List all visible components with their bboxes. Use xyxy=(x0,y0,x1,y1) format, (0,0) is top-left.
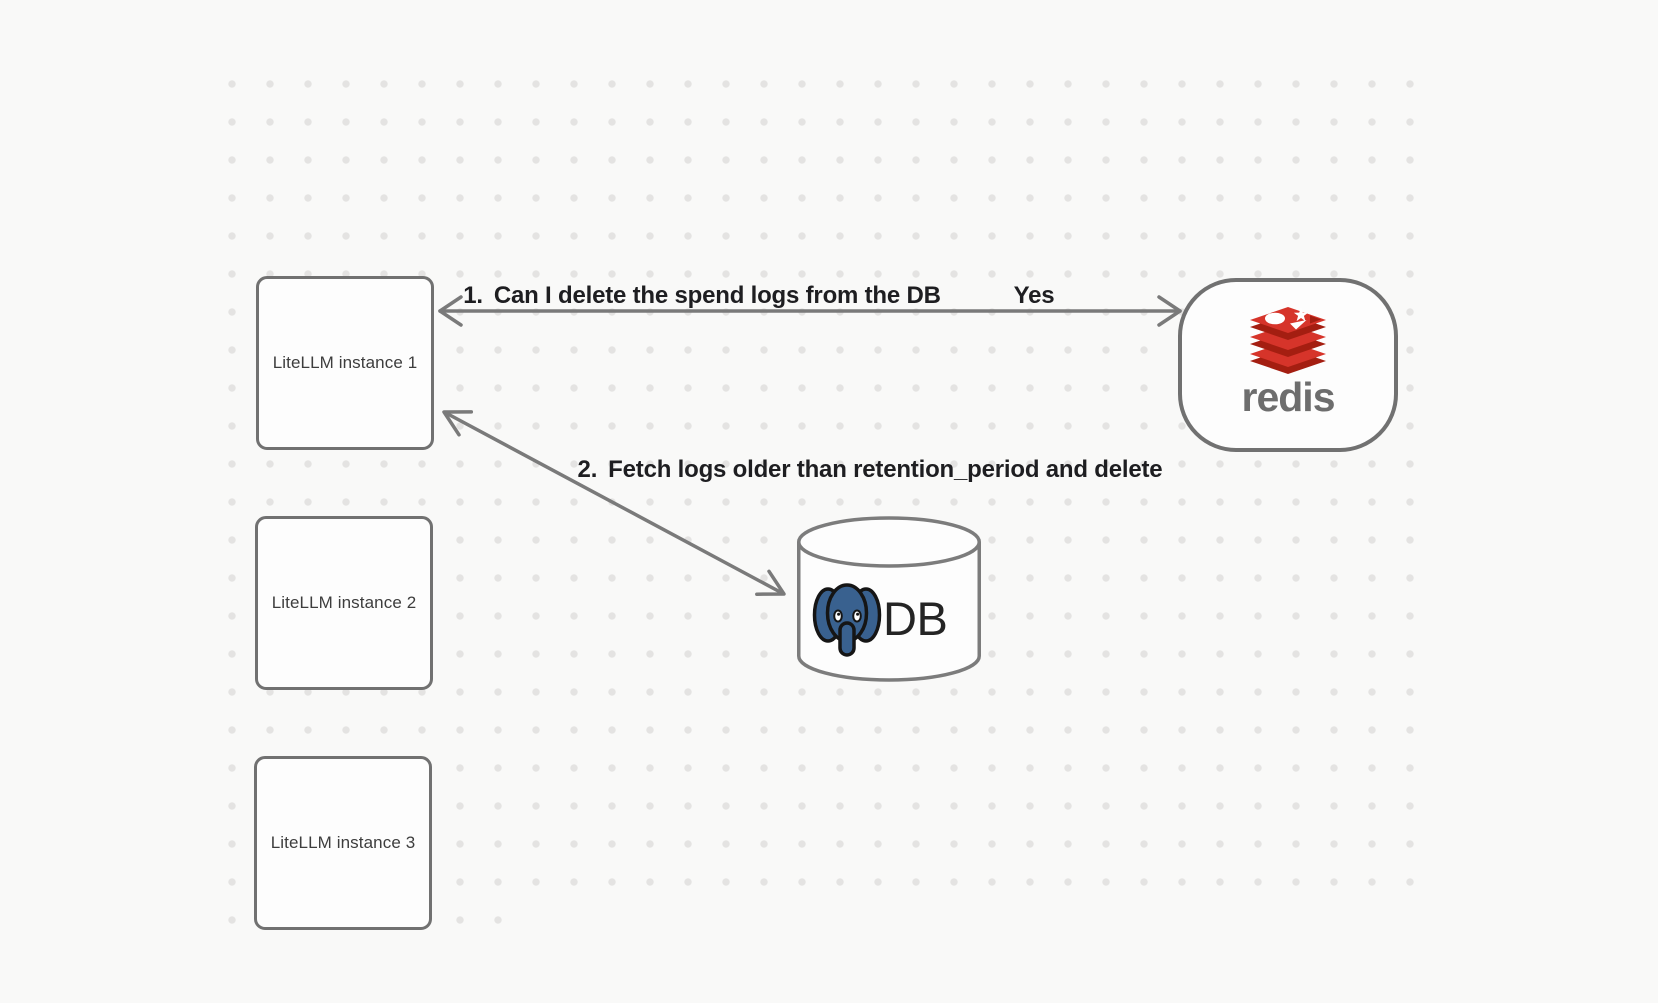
arrowhead-left-icon xyxy=(438,295,463,327)
node-litellm-instance-3[interactable]: LiteLLM instance 3 xyxy=(254,756,432,930)
edge-1-text: Can I delete the spend logs from the DB xyxy=(493,282,941,309)
node-label: LiteLLM instance 1 xyxy=(272,353,418,372)
node-litellm-instance-1[interactable]: LiteLLM instance 1 xyxy=(256,276,434,450)
arrowhead-downright-icon xyxy=(755,569,786,596)
redis-stack-icon xyxy=(1250,307,1326,374)
edge-2-text: Fetch logs older than retention_period a… xyxy=(608,456,1163,483)
arrowhead-upleft-icon xyxy=(442,410,474,437)
arrowhead-right-icon xyxy=(1157,295,1182,327)
arrow-redis-litellm1[interactable] xyxy=(438,295,1182,327)
db-label: DB xyxy=(883,591,948,645)
node-litellm-instance-2[interactable]: LiteLLM instance 2 xyxy=(255,516,433,690)
arrow-litellm1-db[interactable] xyxy=(442,410,786,596)
node-label: LiteLLM instance 3 xyxy=(270,833,416,852)
edge-1-response: Yes xyxy=(1013,282,1055,309)
edge-1-number: 1. xyxy=(463,282,483,309)
edge-1-label: 1. Can I delete the spend logs from the D… xyxy=(422,282,982,310)
node-redis[interactable]: redis xyxy=(1178,278,1398,452)
node-label: LiteLLM instance 2 xyxy=(271,593,417,612)
node-db[interactable]: DB xyxy=(810,575,970,661)
postgresql-elephant-icon xyxy=(812,583,882,657)
redis-wordmark: redis xyxy=(1241,374,1336,420)
edge-2-number: 2. xyxy=(577,456,598,483)
edge-2-label: 2. Fetch logs older than retention_period… xyxy=(570,456,1170,484)
